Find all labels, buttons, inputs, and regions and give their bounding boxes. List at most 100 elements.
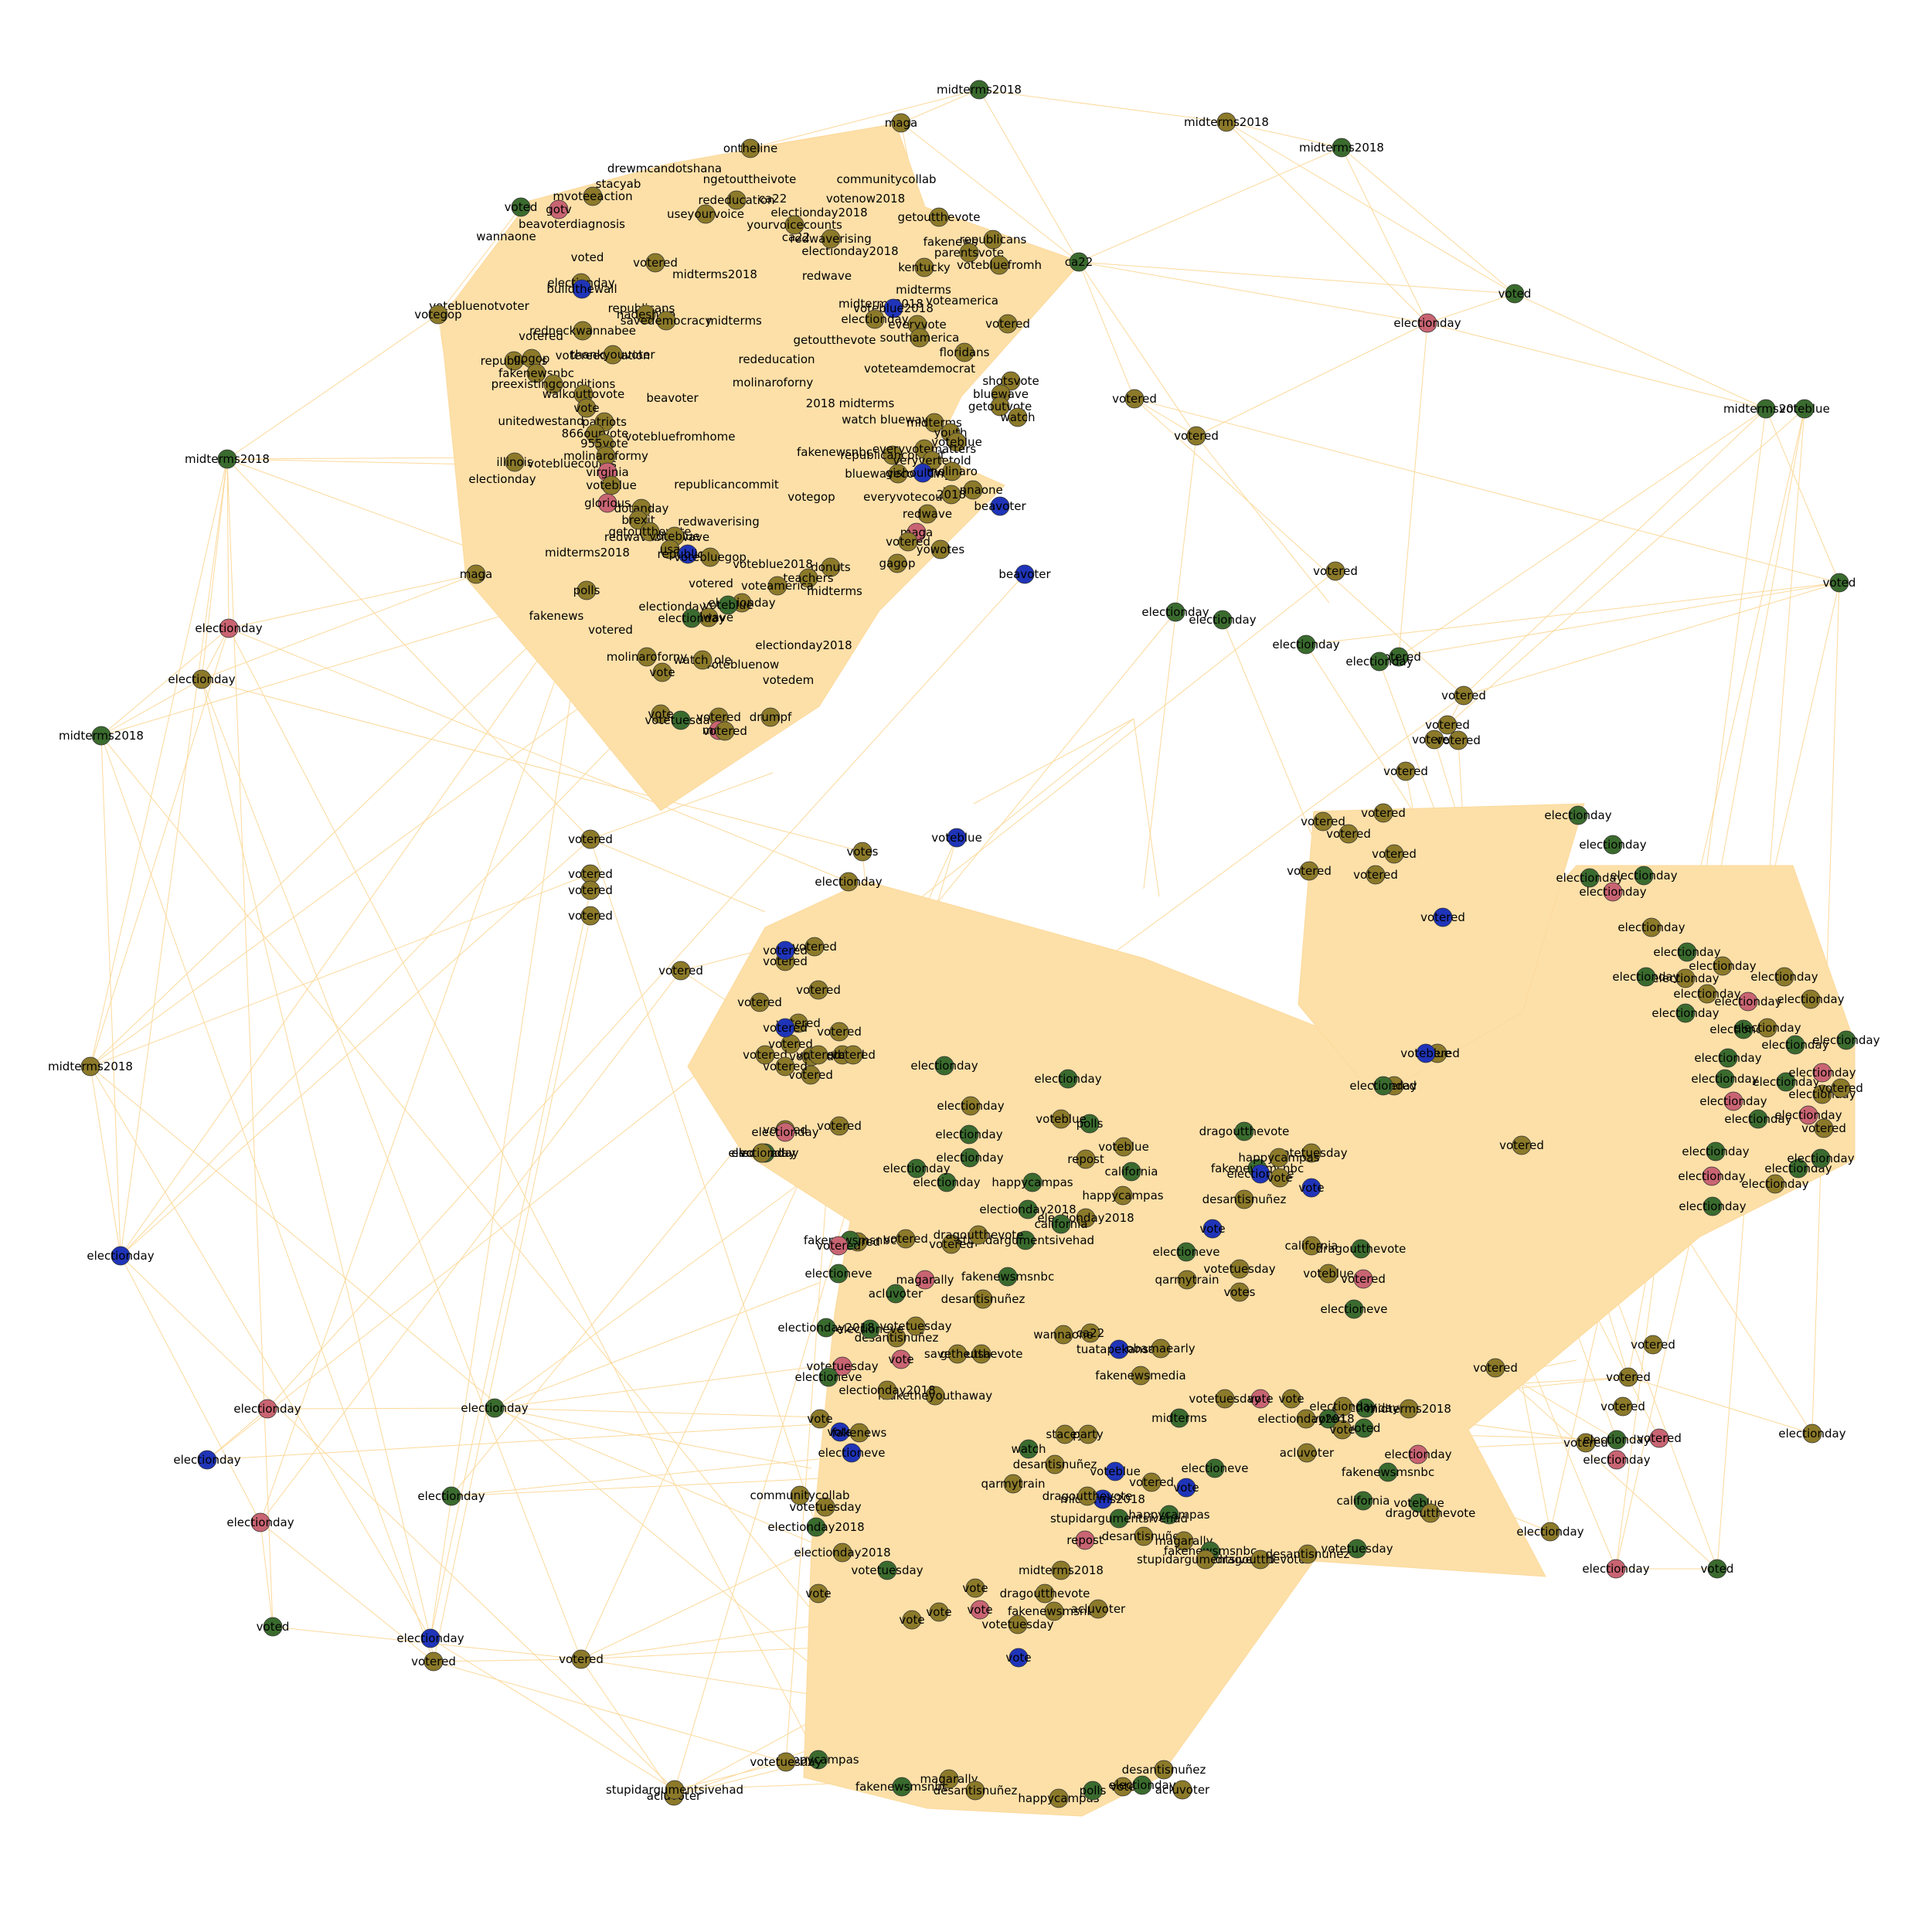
node-label: votered	[768, 1037, 813, 1051]
node-label: votered	[1637, 1431, 1682, 1445]
node-marker	[1088, 1599, 1108, 1619]
graph-node: voteblue	[931, 828, 982, 848]
node-marker	[1618, 1367, 1638, 1387]
node-label: electionday	[1579, 885, 1646, 899]
node-marker	[1748, 1109, 1768, 1129]
cluster-label: votered	[689, 577, 733, 590]
node-label: votered	[796, 983, 841, 997]
node-marker	[821, 557, 841, 577]
graph-node: electionday	[935, 1124, 1003, 1145]
cluster-label: voted	[571, 250, 604, 264]
node-label: gagop	[879, 556, 916, 570]
node-label: kentucky	[898, 260, 951, 274]
node-label: voteblue	[1779, 402, 1830, 416]
node-marker	[1540, 1522, 1560, 1542]
node-marker	[1354, 1418, 1374, 1438]
node-label: votered	[1425, 718, 1470, 732]
node-marker	[990, 496, 1010, 516]
graph-node: electionday	[1544, 805, 1612, 825]
node-label: electionday	[1393, 316, 1461, 330]
graph-node: electioneve	[1182, 1458, 1248, 1478]
graph-node: electionday	[1777, 989, 1845, 1009]
cluster-label: voteteamdemocrat	[864, 362, 975, 376]
graph-node: electionday	[1651, 1003, 1719, 1023]
node-label: molinaroformy	[563, 449, 648, 463]
node-label: 866ourvote	[562, 427, 629, 440]
node-label: dragoutthevote	[1000, 1587, 1090, 1600]
graph-node: votered	[1112, 389, 1157, 409]
node-label: magarally	[920, 1772, 978, 1786]
node-marker	[808, 980, 828, 1000]
graph-node: teachers	[783, 568, 834, 588]
node-label: electionday	[1651, 971, 1719, 985]
node-label: watch	[1000, 410, 1035, 424]
graph-node: votered	[817, 1022, 862, 1042]
node-marker	[1408, 1444, 1428, 1464]
node-label: electionday	[1272, 638, 1339, 651]
node-marker	[1634, 866, 1654, 886]
node-marker	[828, 1236, 849, 1256]
graph-node: votered	[1436, 730, 1481, 750]
node-marker	[580, 906, 600, 926]
node-marker	[947, 1344, 968, 1364]
node-label: voted	[1348, 1421, 1381, 1435]
cluster-label: beavoterdiagnosis	[519, 217, 625, 231]
graph-node: desantisnuñez	[941, 1289, 1026, 1309]
node-marker	[888, 464, 908, 484]
graph-node: midterms2018	[1184, 112, 1269, 132]
node-marker	[1351, 1239, 1371, 1259]
graph-node: voteblue	[702, 595, 753, 615]
node-marker	[715, 721, 735, 741]
graph-node: stupidargumentsivehad	[957, 1230, 1094, 1250]
node-marker	[883, 445, 903, 465]
graph-node: vote	[1005, 1648, 1032, 1668]
node-label: vote	[573, 401, 599, 415]
node-marker	[1051, 1560, 1071, 1580]
node-label: stupidargumentsivehad	[1137, 1553, 1274, 1566]
graph-node: votered	[1287, 861, 1332, 881]
node-marker	[1009, 1648, 1029, 1668]
node-label: glorious	[584, 496, 631, 510]
node-marker	[939, 1769, 959, 1789]
graph-node: electionday	[1345, 651, 1413, 672]
node-marker	[726, 190, 747, 210]
node-label: dragoutthevote	[1199, 1124, 1290, 1138]
node-label: votered	[763, 954, 808, 968]
node-marker	[1051, 1109, 1071, 1129]
node-marker	[420, 1628, 440, 1648]
node-label: vote	[899, 1613, 924, 1627]
node-marker	[1417, 313, 1437, 333]
graph-node: electionday	[815, 872, 883, 892]
node-marker	[1812, 1084, 1832, 1104]
graph-node: votered	[1637, 1428, 1682, 1448]
graph-node: voted	[1823, 573, 1855, 593]
node-label: votered	[411, 1655, 456, 1668]
graph-node: voteblue	[1303, 1264, 1354, 1284]
node-label: stupidargumentsivehad	[606, 1783, 743, 1797]
node-marker	[1281, 1389, 1301, 1409]
graph-node: molinaroforny	[607, 647, 687, 667]
node-marker	[1299, 861, 1319, 881]
graph-node: electionday	[1761, 1035, 1829, 1055]
graph-node: votes	[1224, 1282, 1256, 1302]
graph-node: vote	[649, 662, 675, 682]
node-marker	[1812, 1063, 1832, 1083]
node-label: desantisnuñez	[1266, 1547, 1350, 1561]
graph-node: wannaone	[1033, 1325, 1094, 1345]
node-label: votered	[1600, 1400, 1645, 1413]
node-marker	[1424, 730, 1444, 750]
node-marker	[1675, 1003, 1696, 1023]
node-marker	[1051, 1214, 1071, 1234]
node-marker	[1076, 1149, 1096, 1169]
graph-node: electionday	[1582, 1559, 1650, 1579]
node-label: yowotes	[917, 543, 965, 556]
graph-edge	[201, 679, 431, 1639]
graph-node: electioneve	[1321, 1299, 1387, 1319]
node-marker	[843, 1045, 863, 1065]
node-marker	[1045, 1454, 1065, 1475]
node-label: beavoter	[998, 567, 1051, 581]
node-label: midterms	[1151, 1411, 1207, 1425]
graph-node: electionday	[658, 608, 726, 628]
node-label: acluvoter	[1155, 1783, 1210, 1797]
graph-node: vote	[1247, 1389, 1274, 1409]
